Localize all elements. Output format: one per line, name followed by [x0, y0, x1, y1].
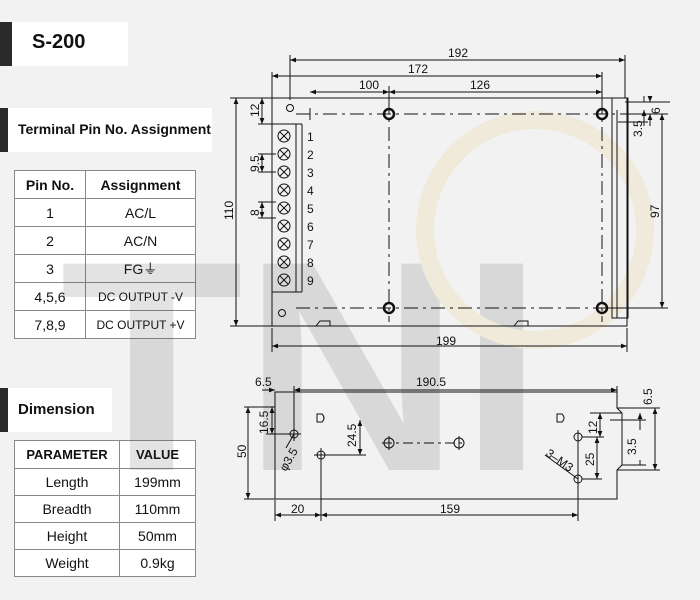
table-header-row: Pin No. Assignment — [14, 170, 196, 199]
dim-159: 159 — [440, 502, 460, 516]
dim-126: 126 — [470, 78, 490, 92]
vent-mark — [315, 320, 331, 327]
dim-16-5: 16.5 — [257, 410, 271, 434]
dimension-title-box: Dimension — [0, 388, 112, 432]
terminal-number: 8 — [307, 256, 314, 270]
assignment-cell: DC OUTPUT -V — [85, 282, 196, 311]
pin-cell: 4,5,6 — [14, 282, 86, 311]
table-row: Weight 0.9kg — [14, 549, 196, 577]
dim-190-5: 190.5 — [416, 375, 446, 389]
table-header-row: PARAMETER VALUE — [14, 440, 196, 469]
table-row: 1 AC/L — [14, 198, 196, 227]
dim-3-m3: 3–M3 — [543, 446, 576, 475]
dim-97: 97 — [648, 204, 662, 218]
dim-3-5-right: 3.5 — [625, 438, 639, 455]
mounting-hole — [595, 107, 609, 121]
column-header-parameter: PARAMETER — [14, 440, 120, 469]
pin-assignment-table: Pin No. Assignment 1 AC/L 2 AC/N 3 FG⏚ 4… — [14, 170, 196, 339]
pin-assignment-title: Terminal Pin No. Assignment — [18, 121, 211, 137]
assignment-cell: DC OUTPUT +V — [85, 310, 196, 339]
watermark-bulb-icon — [416, 111, 654, 349]
parameter-cell: Weight — [14, 549, 120, 577]
dim-3-5: 3.5 — [631, 120, 645, 137]
dim-100: 100 — [359, 78, 379, 92]
dim-20: 20 — [291, 502, 305, 516]
top-view-side-flange — [611, 97, 629, 319]
vent-mark — [513, 320, 529, 327]
value-cell: 0.9kg — [119, 549, 196, 577]
table-row: 3 FG⏚ — [14, 254, 196, 283]
pin-cell: 7,8,9 — [14, 310, 86, 339]
terminal-block — [271, 123, 297, 293]
dim-199: 199 — [436, 334, 456, 348]
value-cell: 50mm — [119, 522, 196, 550]
model-title: S-200 — [32, 31, 86, 53]
dim-12: 12 — [248, 103, 262, 117]
dim-6-5-right: 6.5 — [641, 388, 655, 405]
dim-12-side: 12 — [586, 420, 600, 434]
terminal-number: 6 — [307, 220, 314, 234]
dim-25: 25 — [583, 452, 597, 466]
dim-172: 172 — [408, 62, 428, 76]
assignment-cell: AC/L — [85, 198, 196, 227]
model-title-box: S-200 — [0, 22, 128, 66]
pin-assignment-title-box: Terminal Pin No. Assignment — [0, 108, 212, 152]
table-row: 7,8,9 DC OUTPUT +V — [14, 310, 196, 339]
terminal-number: 9 — [307, 274, 314, 288]
table-row: Breadth 110mm — [14, 495, 196, 523]
mounting-hole — [382, 107, 396, 121]
small-hole — [286, 104, 294, 112]
dim-50: 50 — [235, 444, 249, 458]
terminal-number: 3 — [307, 166, 314, 180]
dimension-table: PARAMETER VALUE Length 199mm Breadth 110… — [14, 440, 196, 577]
mounting-hole — [382, 301, 396, 315]
side-view — [244, 386, 660, 521]
table-row: Height 50mm — [14, 522, 196, 550]
vent-slot — [316, 413, 325, 423]
terminal-number: 1 — [307, 130, 314, 144]
top-view-dimension-labels: 192 172 100 126 199 110 12 9.5 8 97 6 3.… — [222, 46, 663, 348]
terminal-number: 5 — [307, 202, 314, 216]
watermark: TNI — [60, 111, 654, 534]
dim-24-5: 24.5 — [345, 423, 359, 447]
vent-slot — [556, 413, 565, 423]
dim-192: 192 — [448, 46, 468, 60]
dimension-title: Dimension — [18, 401, 95, 418]
table-row: 4,5,6 DC OUTPUT -V — [14, 282, 196, 311]
terminal-number: 2 — [307, 148, 314, 162]
column-header-pin: Pin No. — [14, 170, 86, 199]
dim-6: 6 — [649, 107, 663, 114]
terminal-screws — [277, 129, 291, 287]
column-header-assignment: Assignment — [85, 170, 196, 199]
pin-cell: 1 — [14, 198, 86, 227]
small-hole — [278, 309, 286, 317]
column-header-value: VALUE — [119, 440, 196, 469]
terminal-number: 4 — [307, 184, 314, 198]
assignment-cell: FG⏚ — [85, 254, 196, 283]
terminal-number: 7 — [307, 238, 314, 252]
top-view — [230, 55, 670, 352]
pin-cell: 3 — [14, 254, 86, 283]
value-cell: 199mm — [119, 468, 196, 496]
assignment-cell: AC/N — [85, 226, 196, 255]
dim-8: 8 — [248, 209, 262, 216]
dim-6-5: 6.5 — [255, 375, 272, 389]
parameter-cell: Height — [14, 522, 120, 550]
dim-9-5: 9.5 — [248, 155, 262, 172]
dim-110: 110 — [222, 201, 236, 220]
